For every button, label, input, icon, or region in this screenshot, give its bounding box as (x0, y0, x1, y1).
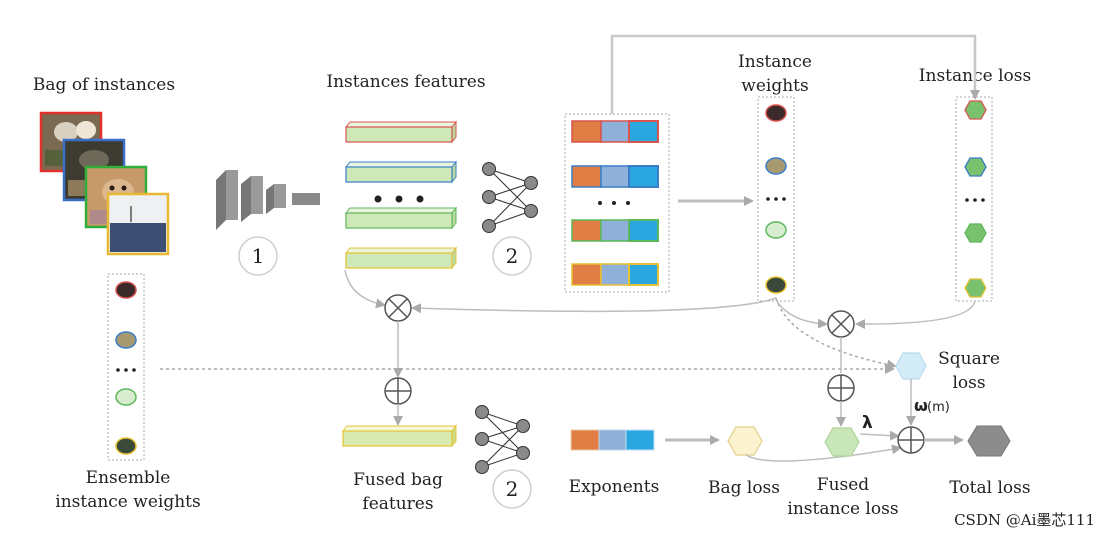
bag-images (39, 111, 170, 256)
loss-hex-blue (964, 157, 987, 177)
neural-network-icon-top (482, 162, 538, 233)
connector-matrix-to-instance-loss (610, 34, 980, 114)
step-1-number: 1 (252, 244, 265, 268)
instance-feature-bars (344, 120, 458, 270)
step-2-circle-top (492, 236, 532, 276)
loss-dots (965, 198, 985, 202)
sum-icon-left (384, 377, 412, 405)
square-loss-label-line2: loss (952, 373, 985, 393)
fused-bag-label-line1: Fused bag (353, 470, 443, 490)
ensemble-label-line1: Ensemble (86, 468, 171, 488)
arrow-instance-loss-to-multiply-right (855, 300, 976, 330)
arrow-bag-loss-to-total (745, 444, 902, 462)
arrow-weights-to-multiply-right (775, 299, 828, 329)
neural-network-icon-bottom (475, 405, 530, 474)
step-2-circle-bottom (492, 469, 532, 509)
exponents-row (570, 429, 655, 451)
watermark: CSDN @Ai墨芯111 (954, 511, 1095, 529)
bag-loss-label: Bag loss (708, 478, 780, 498)
step-1-circle (238, 236, 278, 276)
feature-bar-dots (374, 195, 424, 203)
step-2-number-top: 2 (506, 244, 519, 268)
instance-weights-label-line1: Instance (738, 52, 812, 72)
feature-bar-blue (344, 160, 458, 184)
arrow-features-to-multiply (344, 269, 386, 309)
weight-yellow (765, 276, 787, 294)
ensemble-weight-green (115, 388, 137, 406)
ensemble-weight-blue (115, 331, 137, 349)
lambda-label: λ (862, 413, 873, 433)
fused-instance-loss-label-line1: Fused (817, 475, 870, 495)
ensemble-label-line2: instance weights (55, 492, 200, 512)
instance-weights-label-line2: weights (741, 76, 808, 96)
total-loss-hex (967, 425, 1011, 457)
exponent-row-green (571, 219, 659, 242)
exponents-label: Exponents (569, 477, 660, 497)
bag-of-instances-label: Bag of instances (33, 75, 175, 95)
fused-instance-loss-hex (824, 427, 860, 457)
loss-hex-green (964, 223, 987, 243)
arrow-weights-to-multiply-left (411, 297, 777, 314)
ensemble-weight-red (115, 281, 137, 299)
weight-red (765, 104, 787, 122)
square-loss-hex (895, 352, 927, 380)
fused-bag-feature-bar (341, 424, 458, 448)
fused-bag-label-line2: features (362, 494, 433, 514)
omega-label: ω (914, 396, 928, 415)
exponent-row-dots (598, 201, 630, 205)
total-loss-label: Total loss (949, 478, 1030, 498)
weight-green (765, 221, 787, 239)
ensemble-weight-yellow (115, 437, 137, 455)
sum-icon-right (827, 374, 855, 402)
multiply-icon-left (384, 294, 412, 322)
instance-loss-box (955, 96, 993, 302)
exponent-row-yellow (571, 263, 659, 286)
ensemble-weights-box (107, 273, 145, 461)
exponent-row-blue (571, 165, 659, 188)
connector-weights-to-square-loss (775, 297, 897, 370)
square-loss-label-line1: Square (938, 349, 1000, 369)
exponent-row-red (571, 120, 659, 143)
weight-blue (765, 157, 787, 175)
instance-image-4 (106, 192, 170, 256)
sum-icon-total (897, 426, 925, 454)
omega-subscript: (m) (927, 400, 950, 415)
instances-features-label: Instances features (326, 72, 485, 92)
feature-bar-green (344, 206, 458, 230)
ensemble-weight-dots (116, 368, 136, 372)
feature-bar-red (344, 120, 458, 144)
cnn-extractor-icon (216, 170, 320, 230)
multiply-icon-right (827, 310, 855, 338)
step-2-number-bottom: 2 (506, 477, 519, 501)
feature-bar-yellow (344, 246, 458, 270)
bag-loss-hex (727, 426, 763, 456)
loss-hex-red (964, 100, 987, 120)
exponent-matrix-box (564, 113, 670, 293)
loss-hex-yellow (964, 278, 987, 298)
arrow-fused-instance-to-total (859, 430, 900, 441)
fused-instance-loss-label-line2: instance loss (787, 499, 898, 519)
weight-dots (766, 197, 786, 201)
